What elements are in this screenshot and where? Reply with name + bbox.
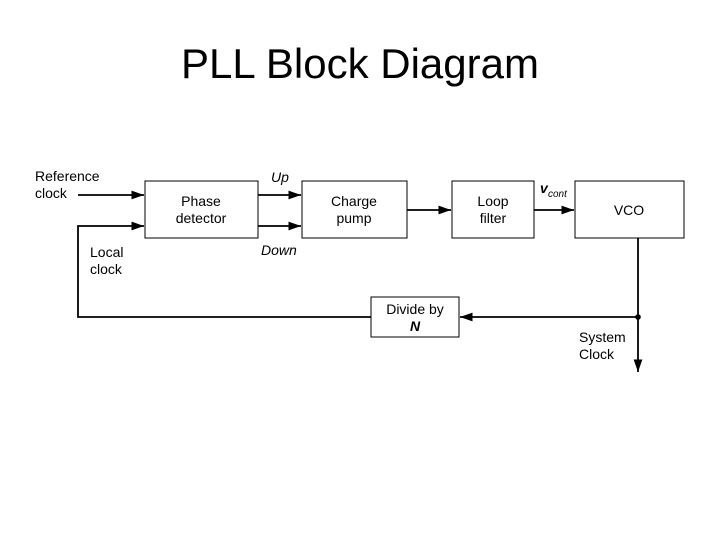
up-label: Up — [271, 169, 289, 185]
system-clock-label-line2: Clock — [579, 346, 615, 362]
phase-detector-block: Phase detector — [144, 180, 259, 239]
vcont-label-main: v — [540, 180, 549, 196]
local-clock-label-line2: clock — [90, 261, 123, 277]
local-clock-label-line1: Local — [90, 244, 123, 260]
loop-filter-label-line1: Loop — [477, 193, 508, 209]
divider-label-line2: N — [410, 318, 421, 334]
divider-block: Divide by N — [370, 296, 460, 338]
vco-label: VCO — [614, 202, 644, 218]
loop-filter-block: Loop filter — [451, 180, 535, 239]
charge-pump-label-line2: pump — [336, 210, 371, 226]
page-title: PLL Block Diagram — [181, 40, 539, 87]
vcont-label-sub: cont — [548, 189, 568, 200]
loop-filter-label-line2: filter — [480, 210, 507, 226]
reference-clock-label-line2: clock — [35, 185, 68, 201]
down-label: Down — [261, 242, 297, 258]
local-clock-feedback-arrow — [77, 221, 371, 318]
phase-detector-label-line1: Phase — [181, 193, 221, 209]
junction-dot — [635, 314, 641, 320]
reference-clock-label-line1: Reference — [35, 168, 100, 184]
phase-detector-label-line2: detector — [176, 210, 227, 226]
vco-block: VCO — [574, 180, 685, 239]
divider-label-line1: Divide by — [386, 301, 444, 317]
charge-pump-block: Charge pump — [301, 180, 408, 239]
system-clock-label-line1: System — [579, 329, 626, 345]
charge-pump-label-line1: Charge — [331, 193, 377, 209]
